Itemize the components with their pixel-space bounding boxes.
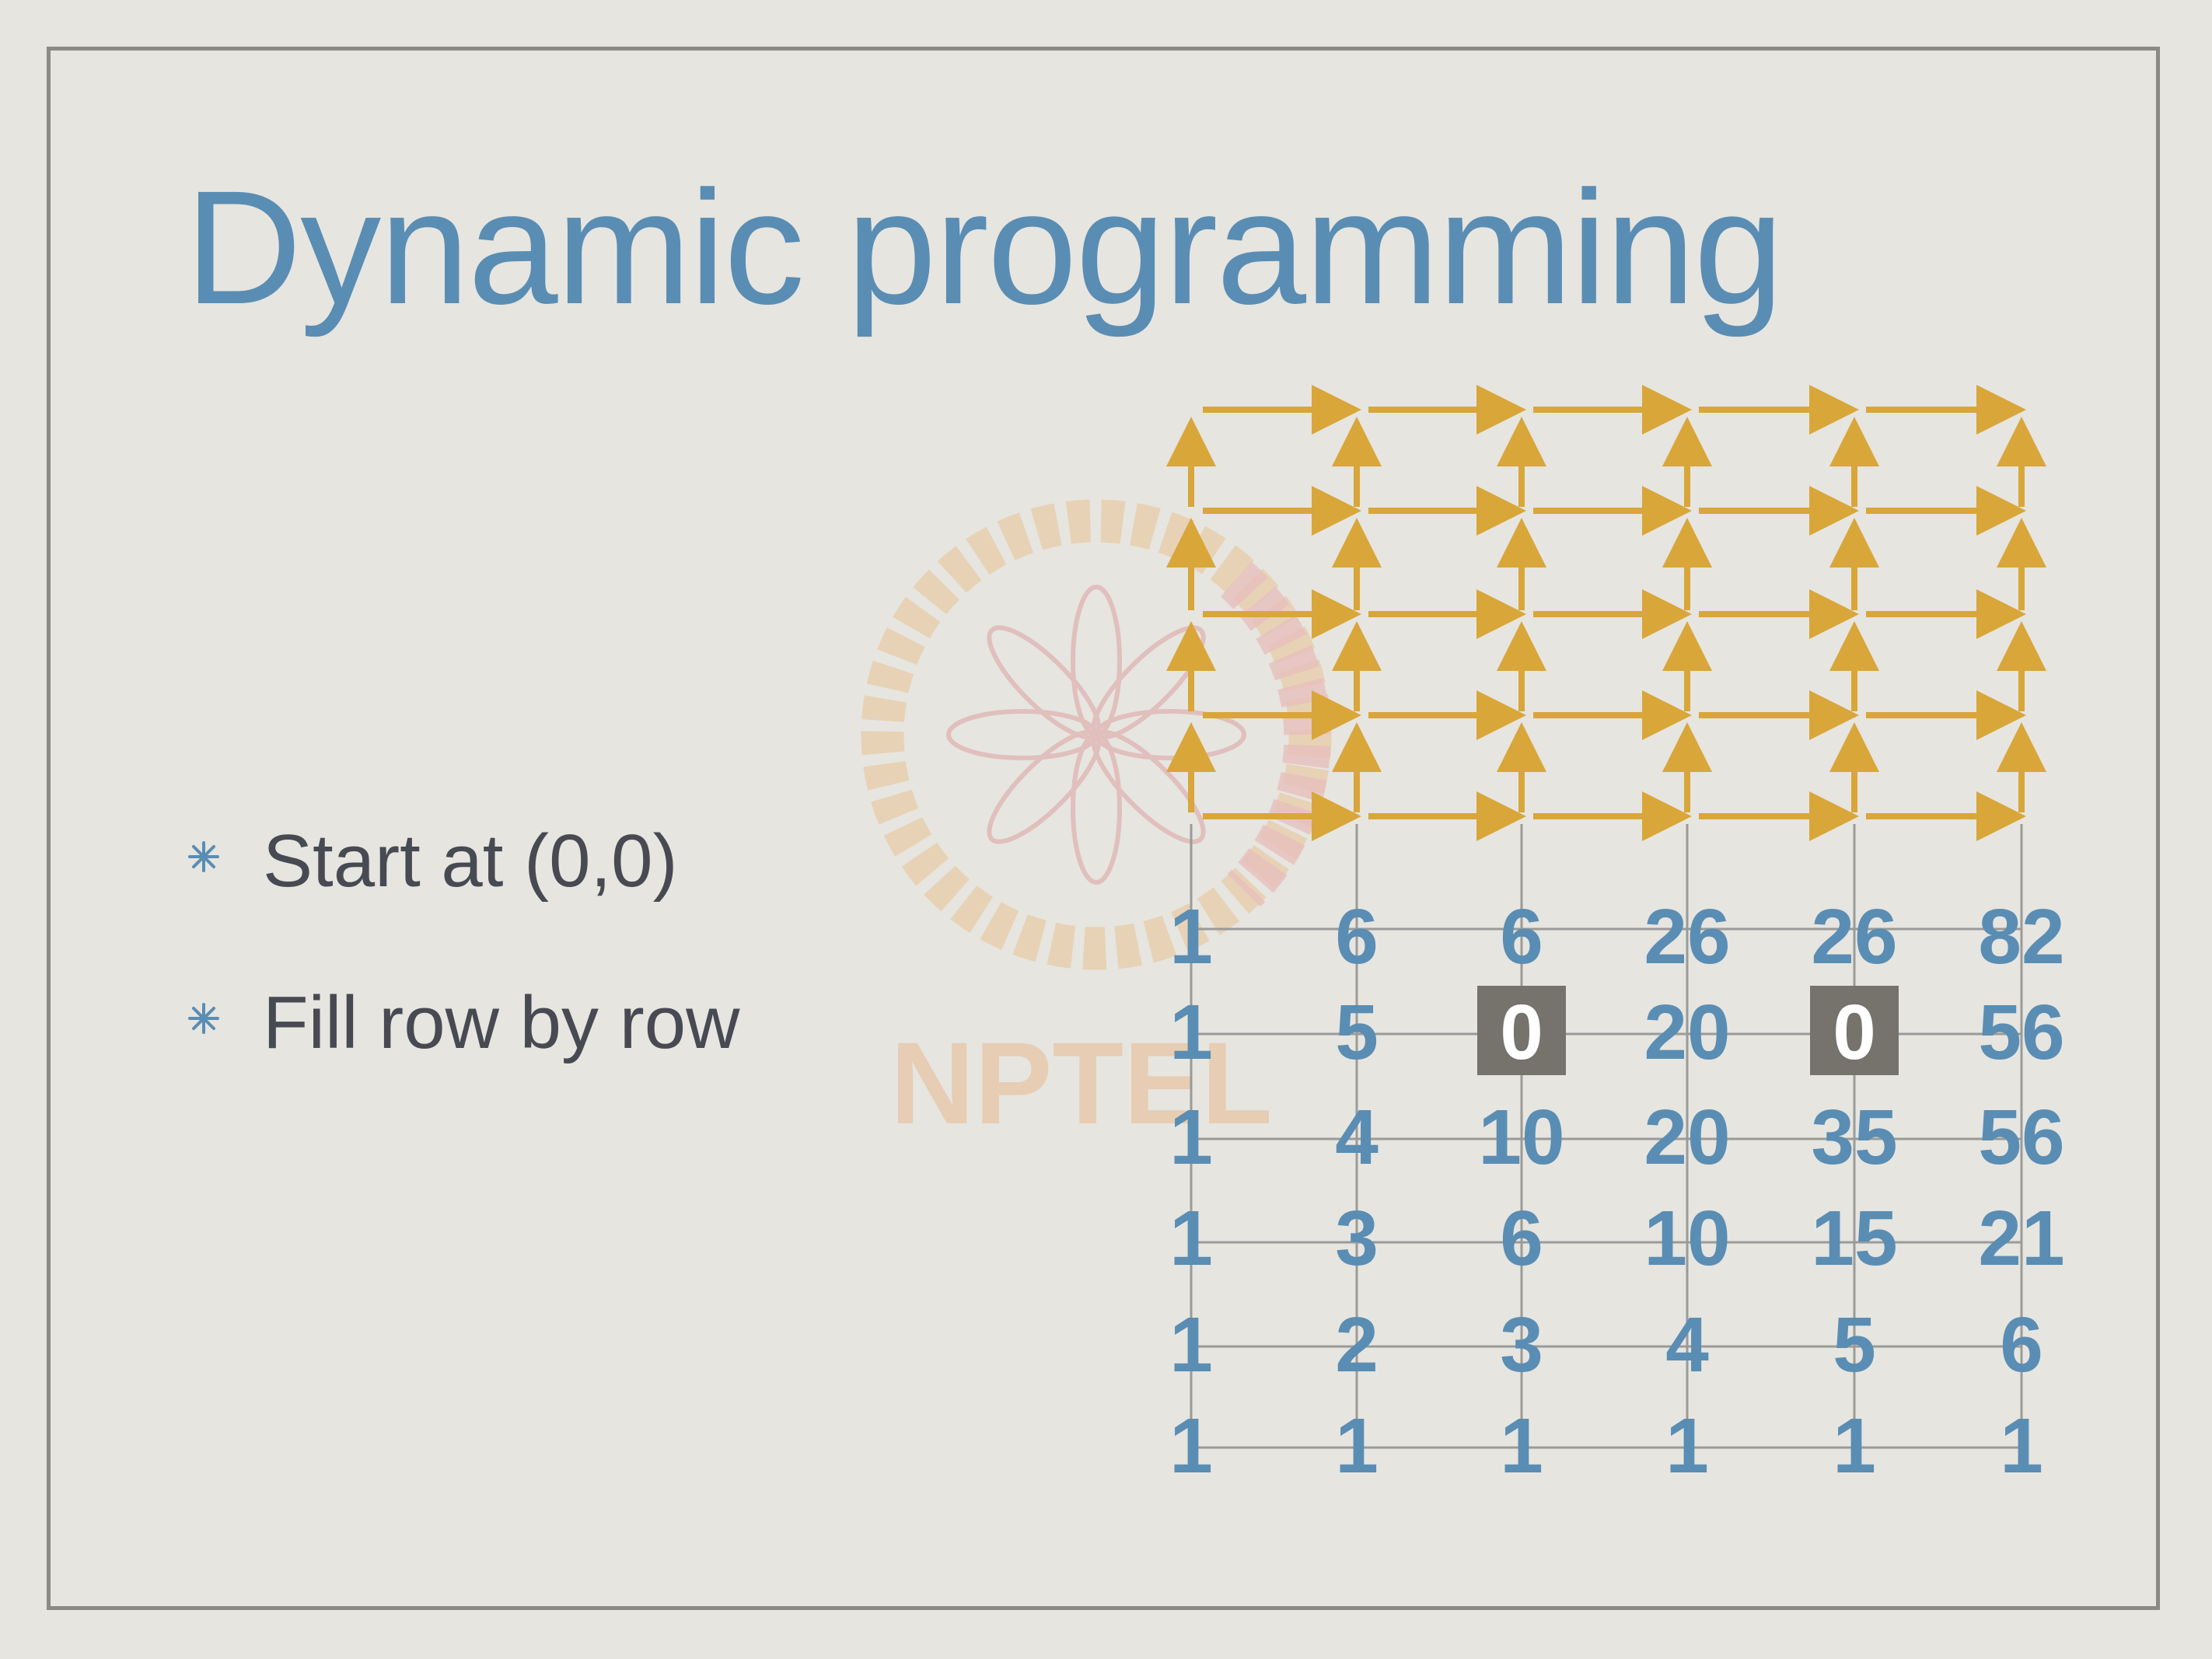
asterisk-bullet-icon xyxy=(188,1003,219,1034)
cell-value: 56 xyxy=(1978,989,2064,1076)
cell-value: 1 xyxy=(1833,1402,1876,1490)
grid-lines xyxy=(1190,824,2023,1454)
bullet-text: Fill row by row xyxy=(263,981,740,1064)
cell-value: 4 xyxy=(1665,1301,1709,1388)
blocked-cell xyxy=(1810,986,1899,1075)
bullet-text: Start at (0,0) xyxy=(263,819,678,903)
arrow-grid xyxy=(1166,385,2046,841)
cell-value: 6 xyxy=(1500,893,1543,980)
cell-value: 26 xyxy=(1811,893,1897,980)
cell-value: 10 xyxy=(1478,1094,1564,1181)
cell-value: 82 xyxy=(1978,893,2064,980)
cell-value: 1 xyxy=(1169,1094,1213,1181)
cell-value: 4 xyxy=(1335,1094,1379,1181)
blocked-cell-value: 0 xyxy=(1833,989,1876,1076)
cell-value: 3 xyxy=(1500,1301,1543,1388)
slide-frame xyxy=(47,47,2160,1610)
cell-value: 1 xyxy=(1169,1195,1213,1282)
cell-value: 1 xyxy=(1665,1402,1709,1490)
blocked-cell xyxy=(1477,986,1566,1075)
cell-value: 5 xyxy=(1335,989,1379,1076)
cell-value: 20 xyxy=(1644,989,1730,1076)
cell-value: 10 xyxy=(1644,1195,1730,1282)
cell-value: 20 xyxy=(1644,1094,1730,1181)
cell-value: 1 xyxy=(2000,1402,2043,1490)
cell-value: 26 xyxy=(1644,893,1730,980)
cell-value: 6 xyxy=(1500,1195,1543,1282)
cell-value: 1 xyxy=(1500,1402,1543,1490)
cell-value: 3 xyxy=(1335,1195,1379,1282)
slide-title: Dynamic programming xyxy=(185,158,1784,338)
watermark-text: NPTEL xyxy=(890,1018,1273,1148)
cell-value: 35 xyxy=(1811,1094,1897,1181)
cell-value: 5 xyxy=(1833,1301,1876,1388)
cell-value: 15 xyxy=(1811,1195,1897,1282)
blocked-cell-value: 0 xyxy=(1500,989,1543,1076)
cell-value: 1 xyxy=(1335,1402,1379,1490)
cell-value: 2 xyxy=(1335,1301,1379,1388)
cell-value: 21 xyxy=(1978,1195,2064,1282)
asterisk-bullet-icon xyxy=(188,841,219,872)
cell-value: 6 xyxy=(1335,893,1379,980)
cell-value: 1 xyxy=(1169,893,1213,980)
cell-value: 1 xyxy=(1169,989,1213,1076)
cell-value: 1 xyxy=(1169,1402,1213,1490)
cell-value: 56 xyxy=(1978,1094,2064,1181)
cell-value: 1 xyxy=(1169,1301,1213,1388)
cell-value: 6 xyxy=(2000,1301,2043,1388)
